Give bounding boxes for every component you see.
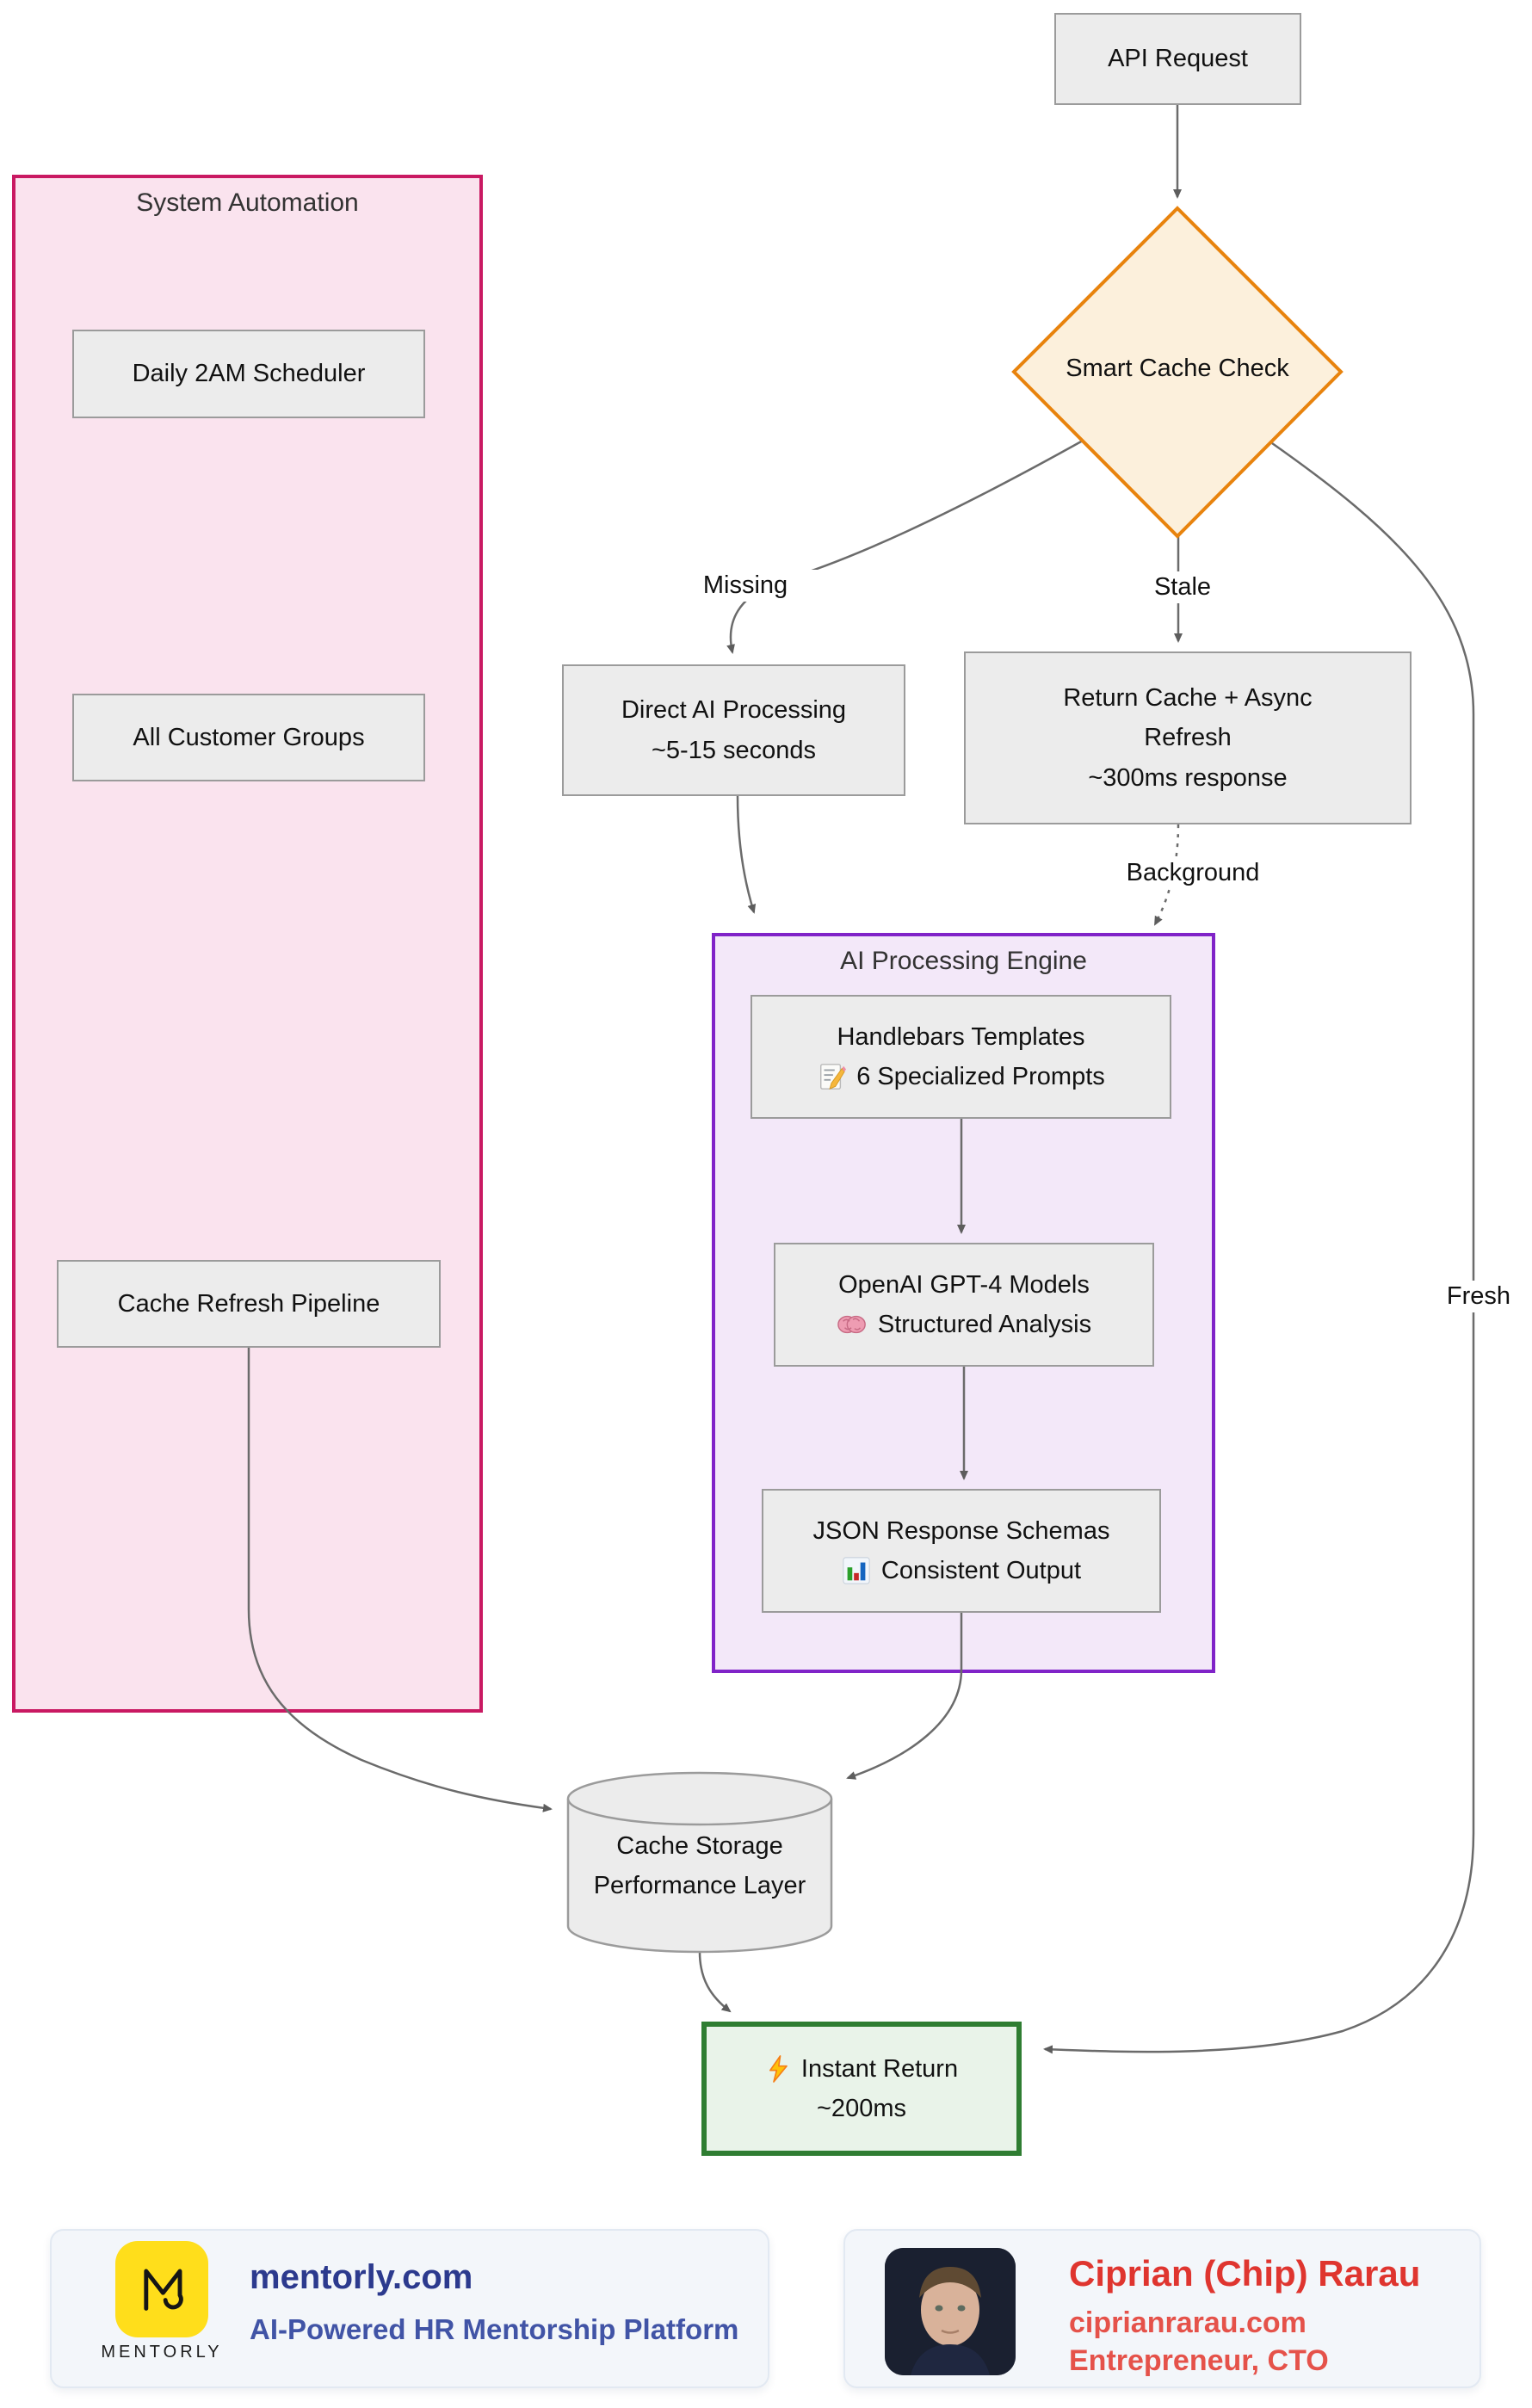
node-openai: OpenAI GPT-4 Models Structured Analysis: [774, 1243, 1154, 1367]
mentorly-monogram-icon: [144, 2269, 183, 2311]
edge-label-stale: Stale: [1112, 571, 1253, 603]
node-json-schemas-line1: JSON Response Schemas: [812, 1516, 1110, 1545]
mentorly-logo-icon: [115, 2241, 208, 2337]
edge-direct-to-engine: [736, 795, 757, 914]
node-instant-return-line2: ~200ms: [817, 2095, 906, 2122]
node-instant-return-line1: Instant Return: [800, 2054, 959, 2083]
mentorly-subtitle: AI-Powered HR Mentorship Platform: [250, 2313, 739, 2345]
cache-storage-line2: Performance Layer: [593, 1872, 806, 1900]
ciprian-photo: [885, 2248, 1016, 2375]
smart-cache-check-diamond: [1011, 206, 1344, 539]
ciprian-role: Entrepreneur, CTO: [1069, 2344, 1329, 2377]
edge-json-to-storage: [846, 1613, 963, 1780]
node-return-cache-line2: Refresh: [1144, 724, 1232, 752]
edge-label-missing: Missing: [663, 570, 828, 602]
ciprian-website: ciprianrarau.com: [1069, 2306, 1307, 2339]
node-json-schemas-line2: Consistent Output: [880, 1557, 1082, 1584]
mentorly-logo-caption: MENTORLY: [101, 2343, 223, 2362]
mentorly-card: MENTORLY mentorly.com AI-Powered HR Ment…: [50, 2229, 769, 2388]
node-handlebars-line1: Handlebars Templates: [837, 1022, 1085, 1051]
node-daily-scheduler: Daily 2AM Scheduler: [72, 330, 425, 418]
edge-storage-to-instant: [698, 1951, 732, 2013]
system-automation-container: System Automation: [12, 175, 483, 1713]
node-instant-return: Instant Return ~200ms: [701, 2022, 1022, 2156]
node-direct-ai-line2: ~5-15 seconds: [651, 736, 817, 764]
node-return-cache-line3: ~300ms response: [1088, 763, 1288, 792]
node-return-cache: Return Cache + Async Refresh ~300ms resp…: [964, 651, 1412, 824]
edge-label-background: Background: [1083, 857, 1303, 889]
node-cache-refresh-pipeline: Cache Refresh Pipeline: [57, 1260, 441, 1348]
cache-storage-line1: Cache Storage: [616, 1832, 783, 1860]
edge-check-missing: [726, 439, 1084, 654]
node-direct-ai-line1: Direct AI Processing: [621, 696, 847, 725]
ciprian-name: Ciprian (Chip) Rarau: [1069, 2253, 1421, 2294]
mentorly-logo: MENTORLY: [101, 2241, 223, 2362]
node-openai-line1: OpenAI GPT-4 Models: [838, 1270, 1090, 1299]
node-handlebars: Handlebars Templates 6 Specialized Promp…: [751, 995, 1171, 1119]
cache-storage-cylinder: [566, 1771, 833, 1954]
node-cache-refresh-pipeline-label: Cache Refresh Pipeline: [117, 1289, 380, 1318]
edge-label-fresh: Fresh: [1425, 1281, 1532, 1312]
node-all-customer-groups-label: All Customer Groups: [133, 723, 365, 751]
node-api-request-label: API Request: [1108, 45, 1248, 73]
node-all-customer-groups: All Customer Groups: [72, 694, 425, 781]
node-return-cache-line1: Return Cache + Async: [1063, 683, 1313, 712]
system-automation-title: System Automation: [136, 188, 359, 217]
memo-icon: [820, 1064, 847, 1090]
mentorly-title: mentorly.com: [250, 2258, 473, 2296]
node-api-request: API Request: [1054, 13, 1301, 105]
brain-icon: [837, 1316, 866, 1334]
bar-chart-icon: [843, 1557, 870, 1584]
smart-cache-check-label: Smart Cache Check: [1066, 355, 1289, 382]
node-daily-scheduler-label: Daily 2AM Scheduler: [132, 360, 366, 388]
node-direct-ai: Direct AI Processing ~5-15 seconds: [562, 664, 905, 796]
edge-check-fresh: [1043, 441, 1475, 2054]
edge-pipeline-to-storage: [247, 1348, 553, 1812]
ciprian-portrait-illustration: [885, 2248, 1016, 2375]
lightning-icon: [769, 2054, 788, 2083]
ai-processing-engine-title: AI Processing Engine: [840, 947, 1087, 975]
ciprian-card: Ciprian (Chip) Rarau ciprianrarau.com En…: [843, 2229, 1481, 2388]
cache-storage-label: Cache Storage Performance Layer: [578, 1826, 821, 1906]
node-json-schemas: JSON Response Schemas Consistent Output: [762, 1489, 1161, 1613]
node-handlebars-line2: 6 Specialized Prompts: [856, 1063, 1105, 1090]
node-openai-line2: Structured Analysis: [877, 1311, 1092, 1338]
